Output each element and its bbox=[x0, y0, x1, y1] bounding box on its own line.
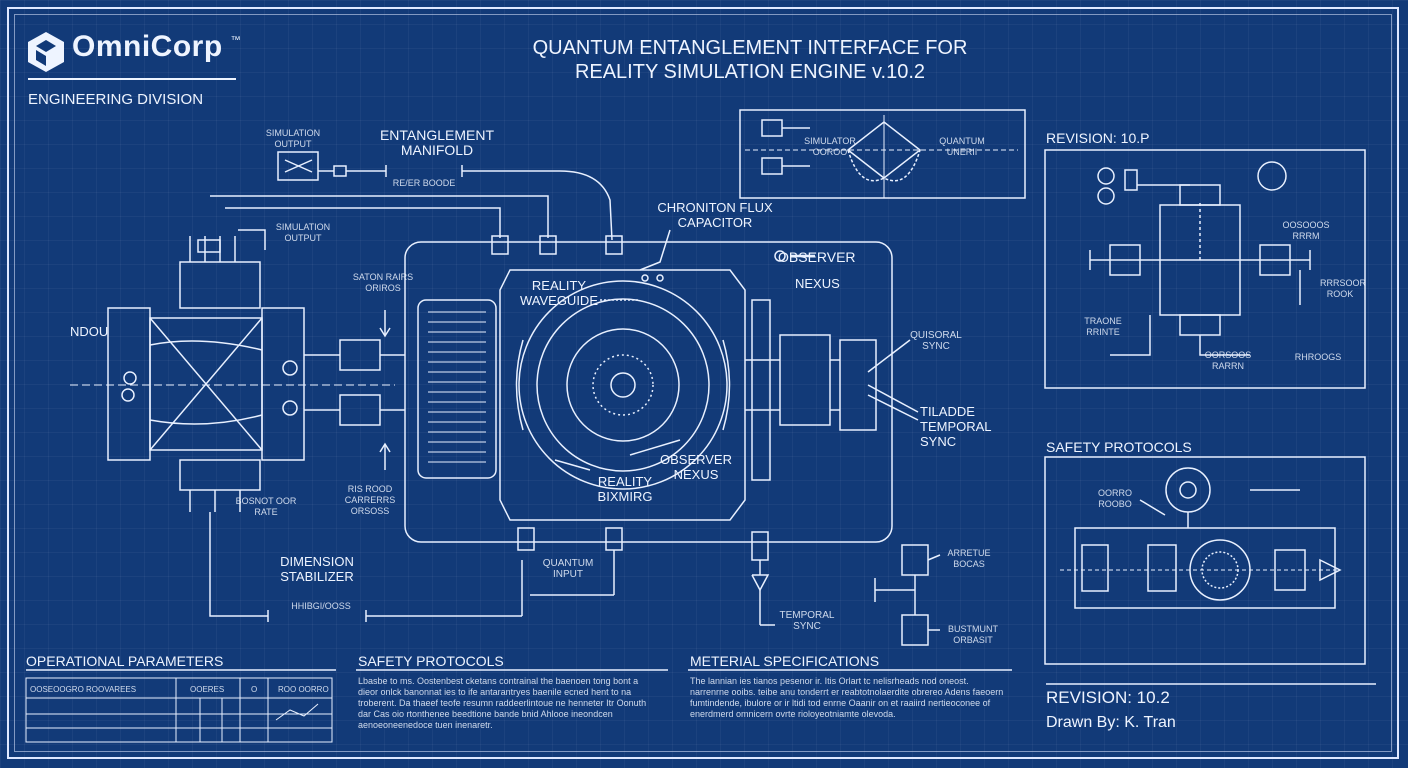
chroniton-pointer bbox=[600, 229, 671, 301]
outer-border bbox=[7, 7, 1399, 759]
label-ris-rood: RIS ROOD CARRERRS ORSOSS bbox=[344, 484, 396, 516]
label-temporal-sync: TEMPORAL SYNC bbox=[779, 610, 835, 632]
operational-table bbox=[25, 677, 333, 743]
housing-plugs bbox=[491, 235, 623, 596]
label-simulation-output-mid: SIMULATION OUTPUT bbox=[275, 222, 331, 243]
main-housing bbox=[404, 241, 893, 543]
revision-label-5: RRRSOOR ROOK bbox=[1320, 278, 1367, 299]
revision-panel-box bbox=[1044, 149, 1366, 389]
title-line-2: REALITY SIMULATION ENGINE v.10.2 bbox=[574, 61, 926, 83]
operational-heading: OPERATIONAL PARAMETERS bbox=[26, 653, 224, 669]
company-name: OmniCorp bbox=[72, 30, 223, 63]
label-quantum-input: QUANTUM INPUT bbox=[542, 558, 594, 580]
label-saton-rairs: SATON RAIRS ORIROS bbox=[352, 272, 414, 293]
label-observer-header: OBSERVER bbox=[778, 249, 856, 265]
label-arretue-bocas: ARRETUE BOCAS bbox=[947, 548, 991, 569]
label-entanglement-manifold: ENTANGLEMENT MANIFOLD bbox=[379, 127, 495, 158]
label-inset-right: QUANTUM UNERII bbox=[939, 136, 985, 157]
safety-panel-box bbox=[1044, 456, 1366, 665]
label-tiladde-temporal: TILADDE TEMPORAL SYNC bbox=[920, 404, 992, 449]
drawn-by: Drawn By: K. Tran bbox=[1046, 714, 1176, 731]
company-logo[interactable]: OmniCorp ™ bbox=[72, 30, 241, 64]
material-text: The lannian ies tianos pesenor ir. Itis … bbox=[690, 676, 1004, 719]
left-cylinder-assembly bbox=[70, 236, 523, 622]
trademark-mark: ™ bbox=[230, 34, 241, 46]
coupler-blocks bbox=[304, 310, 405, 470]
label-nexus-header: NEXUS bbox=[795, 276, 840, 291]
title-line-1: QUANTUM ENTANGLEMENT INTERFACE FOR bbox=[532, 37, 968, 59]
label-reality-waveguide: REALITY WAVEGUIDE bbox=[519, 278, 598, 308]
label-reality-bixmirg: REALITY BIXMIRG bbox=[597, 474, 653, 504]
manifold-wiring bbox=[210, 151, 613, 250]
safety-panel-title: SAFETY PROTOCOLS bbox=[1046, 439, 1192, 455]
label-ndou: NDOU bbox=[70, 324, 109, 339]
table-header-2: OOERES bbox=[190, 685, 225, 694]
safety-heading: SAFETY PROTOCOLS bbox=[358, 653, 504, 669]
safety-panel-label: OORRO ROOBO bbox=[1097, 488, 1132, 509]
logo-underline bbox=[28, 78, 236, 80]
label-observer-nexus: OBSERVER NEXUS bbox=[659, 452, 732, 482]
division-name: ENGINEERING DIVISION bbox=[28, 91, 204, 108]
label-chroniton-flux: CHRONITON FLUX CAPACITOR bbox=[657, 200, 773, 230]
label-simulation-output-top: SIMULATION OUTPUT bbox=[265, 128, 321, 149]
bottom-dividers bbox=[26, 669, 1376, 685]
revision-panel-title: REVISION: 10.P bbox=[1046, 130, 1150, 146]
table-header-1: OOSEOOGRO ROOVAREES bbox=[30, 685, 137, 694]
label-quisoral-sync: QUISORAL SYNC bbox=[910, 330, 962, 352]
label-bustmunt-orbasit: BUSTMUNT ORBASIT bbox=[948, 624, 998, 645]
revision-number: REVISION: 10.2 bbox=[1046, 688, 1170, 707]
material-heading: METERIAL SPECIFICATIONS bbox=[690, 653, 880, 669]
label-inset-left: SIMULATOR OOROO bbox=[804, 136, 856, 157]
table-header-3: O bbox=[251, 685, 258, 694]
top-inset-diagram bbox=[739, 109, 1026, 199]
revision-label-2: TRAONE RRINTE bbox=[1084, 316, 1122, 337]
diagram-title: QUANTUM ENTANGLEMENT INTERFACE FOR REALI… bbox=[470, 36, 1030, 84]
table-header-4: ROO OORRO bbox=[278, 685, 329, 694]
label-manifold-sub: RE/ER BOODE bbox=[392, 178, 456, 188]
inner-border bbox=[14, 14, 1392, 752]
revision-label-4: RHROOGS bbox=[1294, 352, 1342, 362]
revision-label-3: OORSOOS RARRN bbox=[1204, 350, 1252, 371]
safety-text: Lbasbe to ms. Oostenbest cketans contrai… bbox=[358, 676, 647, 730]
omnicorp-logo-icon bbox=[28, 32, 64, 72]
label-stabilizer-sub: HHIBGI/OOSS bbox=[291, 601, 351, 611]
revision-label-1: OOSOOOS RRRM bbox=[1282, 220, 1330, 241]
label-bosnot: BOSNOT OOR RATE bbox=[235, 496, 297, 517]
right-pointers bbox=[554, 339, 941, 646]
label-dimension-stabilizer: DIMENSION STABILIZER bbox=[280, 554, 354, 584]
